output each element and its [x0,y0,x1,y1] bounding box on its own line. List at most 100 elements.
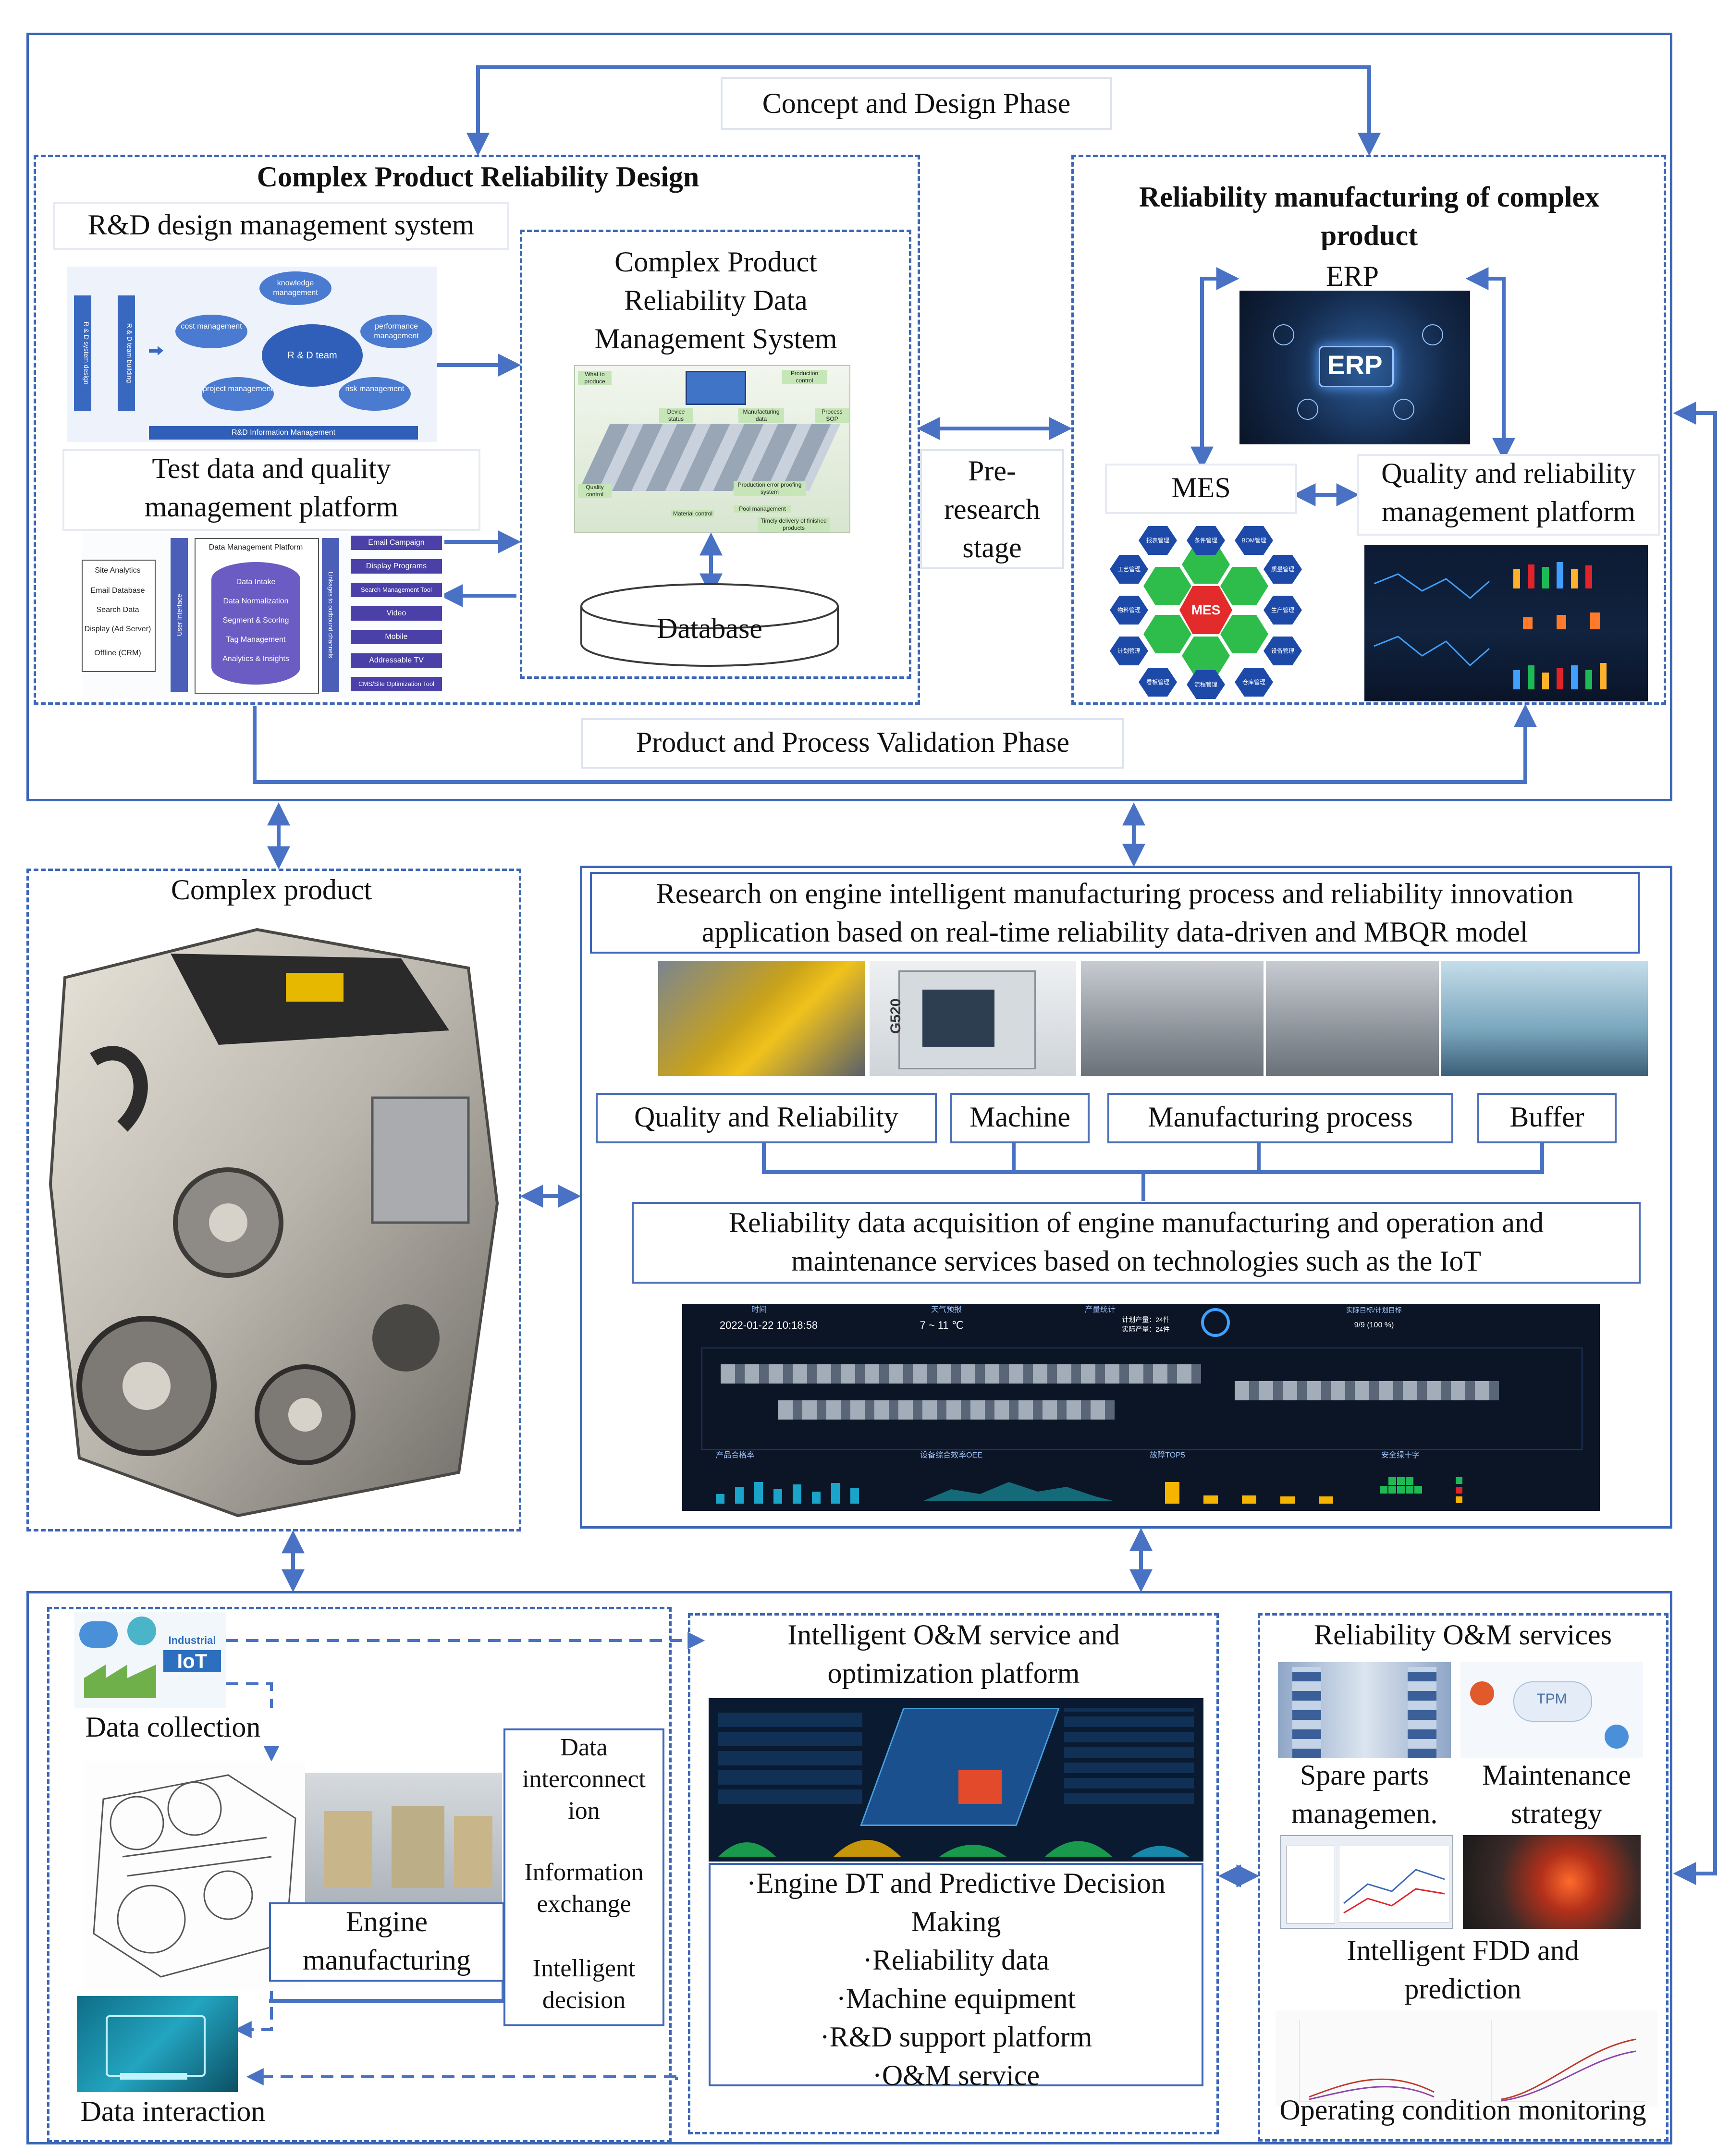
tpm-image: TPM [1460,1662,1643,1758]
om-services-title: Reliability O&M services [1314,1619,1612,1651]
om-platform-frame [688,1613,1219,2134]
monitoring-charts [1276,2010,1657,2107]
iiot-line2: IoT [163,1650,221,1672]
engine-image [36,915,516,1525]
quality-dashboard-charts [1374,562,1607,689]
dmp-right-2: Search Management Tool [361,586,432,593]
validation-phase-label [581,718,1124,769]
mes-cell-3: 质量管理 [1264,555,1302,584]
engine-manufacturing-box [269,1902,504,1982]
dash-actual: 实际产量：24件 [1122,1325,1170,1333]
pre-research-text: Pre- research stage [944,455,1040,564]
data-management-platform-diagram: Site Analytics Email Database Search Dat… [82,533,444,699]
dash-weather-label: 天气预报 [931,1306,962,1314]
industrial-iot-image: Industrial IoT [74,1612,226,1710]
dash-panel-3: 安全绿十字 [1381,1451,1420,1459]
fdd-engine-photo [1463,1835,1641,1929]
data-interaction-image [77,1996,238,2092]
buffer-photo [1441,961,1648,1076]
engine-manufacturing-label: Engine manufacturing [303,1906,471,1976]
dash-time-label: 时间 [751,1306,767,1314]
validation-phase-text: Product and Process Validation Phase [636,726,1070,758]
mes-cell-8: 看板管理 [1139,668,1177,697]
factory-label-0: What to produce [578,371,612,385]
monitoring-curves [1299,2020,1645,2102]
label-machine-text: Machine [969,1101,1070,1133]
reliability-manufacturing-title: Reliability manufacturing of complex pro… [1139,181,1600,250]
research-title-box [590,872,1640,954]
dashboard-mini-charts [716,1477,1462,1504]
mes-hexagon-diagram: MES 报表管理 条件管理 BOM管理 质量管理 生产管理 设备管理 仓库管理 … [1110,526,1302,699]
label-machine [950,1093,1090,1143]
robot-arm-photo [658,961,865,1076]
mes-cell-9: 计划管理 [1110,637,1148,665]
test-platform-label: Test data and quality management platfor… [144,453,399,523]
monitoring-label: Operating condition monitoring [1279,2094,1646,2126]
factory-label-3: Manufacturing data [738,408,784,423]
test-platform-label-box [62,449,480,531]
dmp-center-2: Segment & Scoring [222,616,289,625]
dash-weather: 7 ~ 11 ℃ [920,1319,964,1331]
dmp-right-3: Video [386,609,406,617]
factory-label-1: Production control [782,370,827,384]
om-platform-items-box [709,1863,1203,2086]
factory-label-5: Quality control [578,484,612,498]
reliability-design-title: Complex Product Reliability Design [257,161,699,193]
rd-center: R & D team [287,350,337,361]
dmp-right-4: Mobile [385,633,408,641]
dmp-left-2: Search Data [96,606,139,614]
dmp-center-1: Data Normalization [223,597,289,605]
dmp-right-6: CMS/Site Optimization Tool [358,680,434,687]
factory-layout-image: What to produce Production control Devic… [574,365,850,533]
data-collection-label: Data collection [53,1708,293,1746]
spare-parts-photo [1278,1662,1451,1758]
data-interaction-label: Data interaction [80,2095,266,2127]
dmp-right-5: Addressable TV [369,656,424,664]
maintenance-label: Maintenance strategy [1482,1759,1631,1829]
data-management-frame [520,230,911,679]
complex-product-title: Complex product [171,874,372,906]
dash-plan: 计划产量：24件 [1122,1316,1170,1323]
data-interconnect-label: Data interconnect ion [522,1734,646,1825]
research-title: Research on engine intelligent manufactu… [656,878,1574,948]
dmp-center-3: Tag Management [226,636,286,644]
data-system-title: Complex Product Reliability Data Managem… [594,246,837,355]
fdd-software-screenshot [1280,1835,1453,1929]
engine-illustration [49,928,499,1518]
mes-cell-2: BOM管理 [1235,526,1273,555]
dash-ratio: 9/9 (100 %) [1354,1321,1394,1329]
quality-platform-label: Quality and reliability management platf… [1381,457,1636,527]
rd-management-diagram: R & D system design R & D team building … [67,267,437,442]
pre-research-label [920,449,1064,569]
dash-output-label: 产量统计 [1084,1306,1116,1314]
dash-time: 2022-01-22 10:18:58 [719,1319,818,1331]
concept-phase-text: Concept and Design Phase [762,87,1071,119]
dmp-center-0: Data Intake [236,578,276,586]
dmp-right-1: Display Programs [366,562,427,570]
rd-node-2: performance management [374,322,419,340]
iiot-line1: Industrial [168,1634,216,1646]
mes-cell-7: 流程管理 [1187,670,1225,699]
factory-label-7: Pool management [734,505,791,513]
machine-badge: G520 [888,998,904,1034]
factory-label-4: Process SOP [815,408,849,423]
quality-platform-label-box [1357,454,1660,536]
database-label: Database [657,612,762,644]
factory-label-6: Production error proofing system [734,481,806,496]
om-platform-title: Intelligent O&M service and optimization… [787,1619,1120,1689]
tpm-label: TPM [1536,1691,1567,1707]
dash-panel-2: 故障TOP5 [1150,1451,1185,1459]
erp-label: ERP [1297,257,1408,295]
rd-node-1: cost management [181,322,242,331]
factory-label-2: Device status [659,408,693,423]
mes-cell-4: 生产管理 [1264,596,1302,625]
dmp-right-0: Email Campaign [368,539,425,547]
dmp-left-1: Email Database [90,587,145,595]
dmp-left-0: Site Analytics [95,566,141,575]
om-section-frame [26,1591,1672,2144]
mes-label-box [1105,464,1297,514]
factory-label-9: Timely delivery of finished products [758,517,830,532]
dmp-center-title: Data Management Platform [209,543,303,551]
mes-label: MES [1171,472,1231,503]
